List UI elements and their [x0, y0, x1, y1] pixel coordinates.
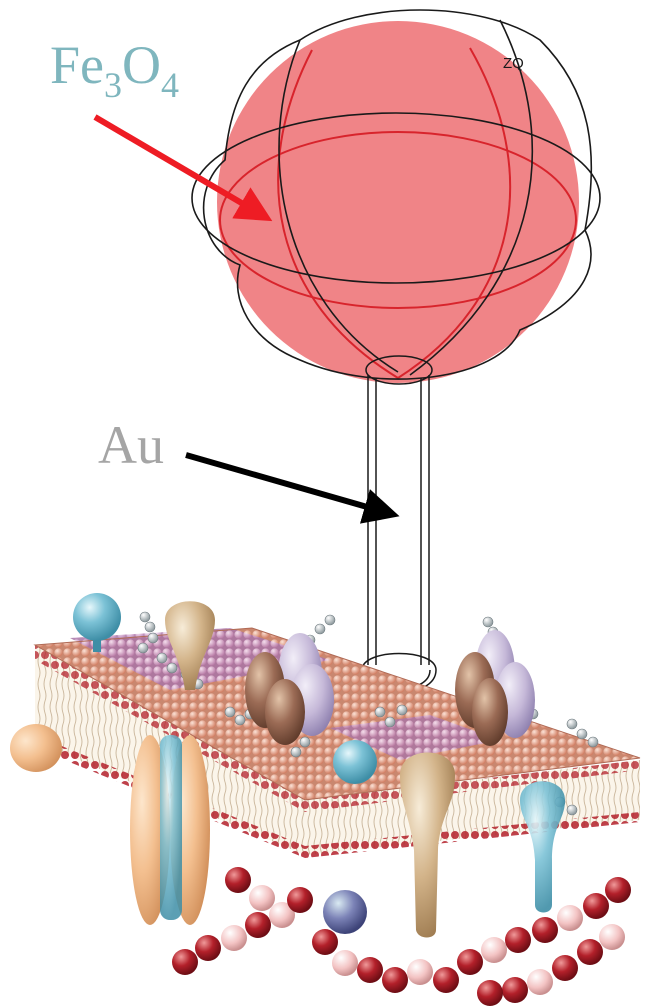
tiny-mark: ZQ [503, 55, 524, 72]
brown-lilac-channel-right [472, 678, 508, 746]
au-nanorod [362, 356, 436, 693]
light-blue-right-protein [520, 781, 565, 912]
blue-bead [323, 890, 367, 934]
bead-chain [172, 867, 631, 1006]
fe3o4-label: Fe3O4 [50, 38, 179, 92]
blue-sphere-protein [333, 740, 377, 784]
light-blue-transmembrane-protein [160, 735, 182, 920]
fe3o4-nanoparticle: ZQ [192, 10, 600, 383]
brown-lilac-channel-left [265, 679, 305, 745]
black-arrow [186, 455, 388, 513]
au-label: Au [98, 418, 164, 472]
blue-globular-protein [73, 593, 121, 641]
